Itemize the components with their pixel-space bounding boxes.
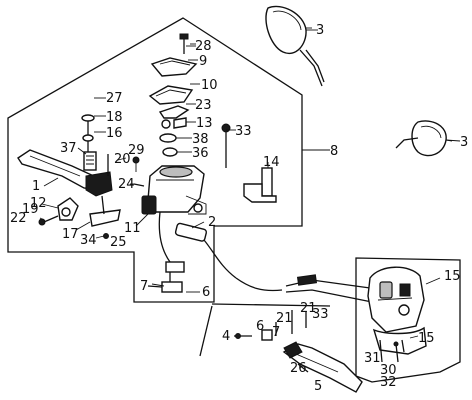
- callout-26: 26: [290, 361, 307, 376]
- callout-32: 32: [380, 375, 397, 390]
- callout-25: 25: [110, 235, 127, 250]
- callout-27: 27: [106, 91, 123, 106]
- brake-switch-14: [243, 167, 277, 203]
- switch-housing-15: [367, 266, 427, 355]
- callout-10: 10: [201, 78, 218, 93]
- callout-37: 37: [60, 141, 77, 156]
- screw-24: [133, 183, 145, 187]
- lower-brake-lever: [282, 341, 363, 393]
- mirror-left: [265, 5, 325, 87]
- callout-22: 22: [10, 211, 27, 226]
- callout-7b: 7: [272, 325, 280, 340]
- banjo-fittings: [147, 261, 185, 293]
- callout-15a: 15: [444, 269, 461, 284]
- assembly-boundary: [7, 17, 303, 303]
- callout-21a: 21: [300, 301, 317, 316]
- callout-30: 30: [380, 363, 397, 378]
- callout-21b: 21: [276, 311, 293, 326]
- brake-hose-long: [235, 277, 283, 292]
- callout-3b: 3: [460, 135, 468, 150]
- callout-2: 2: [208, 215, 216, 230]
- leader-lines: [39, 29, 461, 339]
- callout-16: 16: [106, 126, 123, 141]
- callout-7a: 7: [140, 279, 148, 294]
- callout-5: 5: [314, 379, 322, 394]
- brake-hose-upper: [158, 211, 171, 263]
- callout-1: 1: [32, 179, 40, 194]
- callout-11: 11: [124, 221, 141, 236]
- callout-15b: 15: [418, 331, 435, 346]
- lower-lever-group: [199, 303, 331, 357]
- bolt-33: [221, 123, 231, 168]
- callout-36: 36: [192, 146, 209, 161]
- callout-33b: 33: [312, 307, 329, 322]
- callout-4: 4: [222, 329, 230, 344]
- callout-34: 34: [80, 233, 97, 248]
- callout-24: 24: [118, 177, 135, 192]
- callout-labels: 3 28 9 10 23 27 18 13 33 16 38 3 37 29 8…: [10, 23, 468, 394]
- master-cylinder-body: [141, 165, 207, 215]
- callout-20: 20: [114, 152, 131, 167]
- callout-17: 17: [62, 227, 79, 242]
- callout-6a: 6: [202, 285, 210, 300]
- mounting-clamp: [38, 197, 79, 226]
- callout-18: 18: [106, 110, 123, 125]
- reservoir-cap-stack: [148, 33, 198, 157]
- callout-31: 31: [364, 351, 381, 366]
- spring-29: [132, 156, 140, 172]
- callout-28: 28: [195, 39, 212, 54]
- callout-8: 8: [330, 144, 338, 159]
- callout-38: 38: [192, 132, 209, 147]
- callout-6b: 6: [256, 319, 264, 334]
- callout-9: 9: [199, 54, 207, 69]
- callout-19: 19: [22, 202, 39, 217]
- callout-29: 29: [128, 143, 145, 158]
- bracket-17: [89, 195, 121, 239]
- callout-12: 12: [30, 196, 47, 211]
- lever-bracket: [81, 114, 113, 197]
- mirror-right: [395, 120, 453, 157]
- switch-screws: [379, 339, 399, 363]
- throttle-cable: [285, 274, 373, 303]
- callout-33a: 33: [235, 124, 252, 139]
- callout-23: 23: [195, 98, 212, 113]
- screw-26: [297, 363, 309, 373]
- brake-hose-fitting: [174, 222, 237, 279]
- callout-3a: 3: [316, 23, 324, 38]
- callout-14: 14: [263, 155, 280, 170]
- callout-13: 13: [196, 116, 213, 131]
